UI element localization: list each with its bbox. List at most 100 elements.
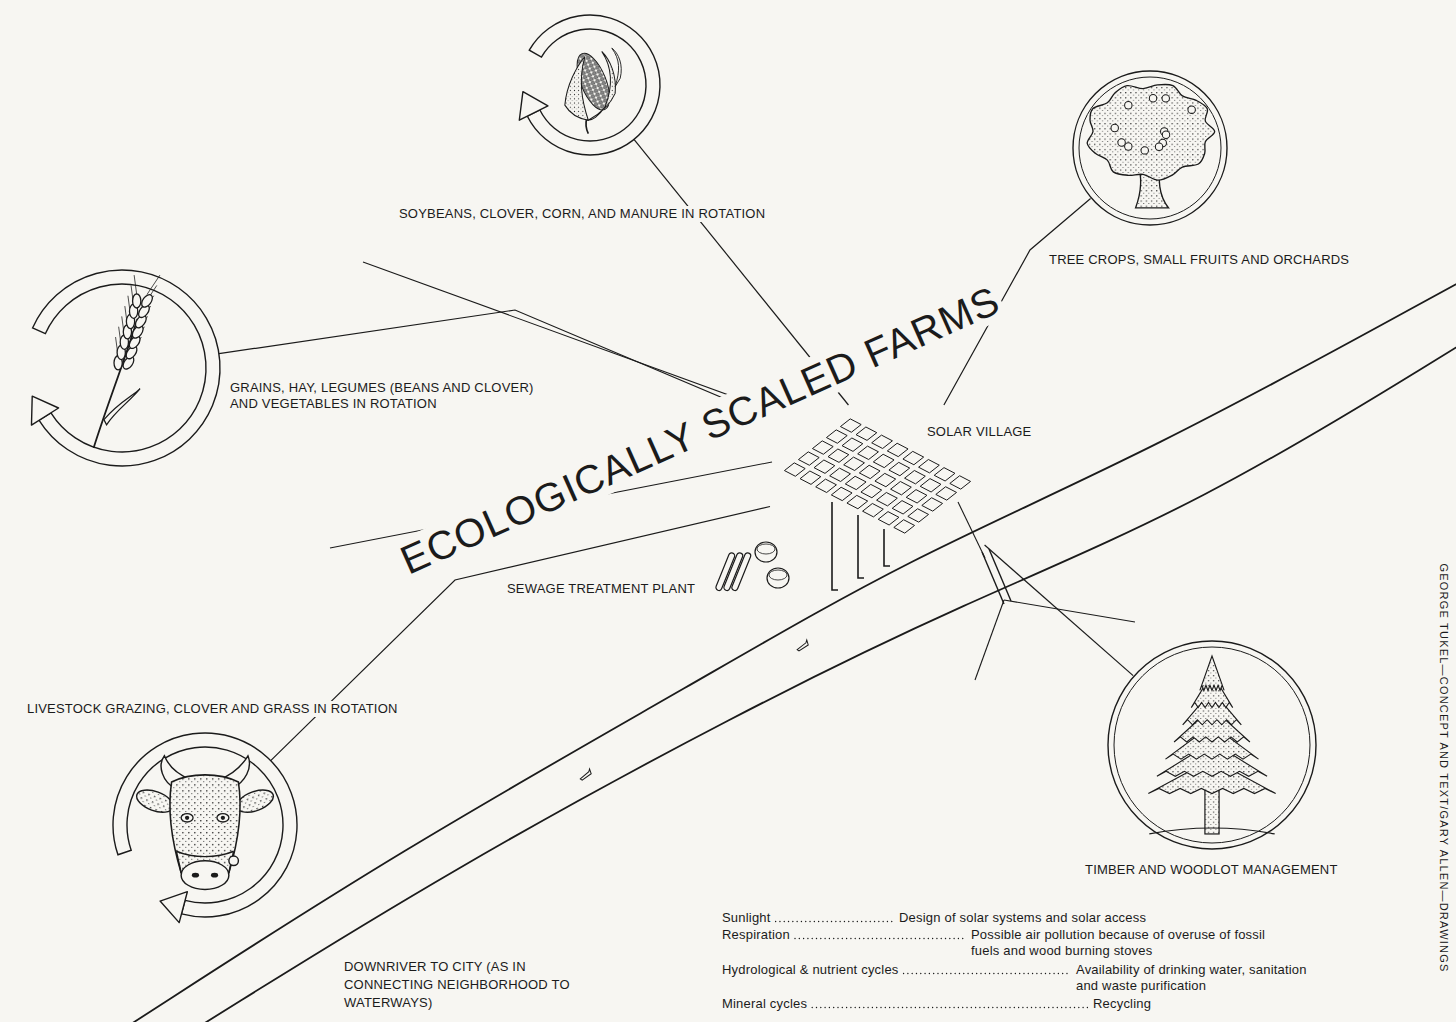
apple-fruit [1125, 102, 1132, 109]
village-block [873, 454, 894, 467]
cycle-name: Respiration [720, 927, 792, 943]
village-block [889, 462, 910, 475]
node-label: LIVESTOCK GRAZING, CLOVER AND GRASS IN R… [25, 701, 400, 717]
circle-drawing [1107, 640, 1317, 850]
diagram-title: ECOLOGICALLY SCALED FARMS [391, 276, 1009, 583]
circle-center [1108, 641, 1316, 849]
boat [578, 769, 592, 781]
cow-pupil [221, 816, 225, 820]
outfall-pipe [884, 529, 890, 566]
apple-illustration [1087, 84, 1214, 207]
river-bank [200, 345, 1456, 1022]
apple-fruit [1141, 147, 1148, 154]
village-block [863, 503, 884, 516]
node-label: TREE CROPS, SMALL FRUITS AND ORCHARDS [1047, 252, 1351, 268]
cycle-arrowhead [160, 892, 187, 923]
cycle-arrow [527, 15, 660, 155]
settling-tank [731, 552, 752, 591]
cow-muzzle [181, 861, 229, 890]
digester-tank [755, 542, 777, 562]
village-block [844, 457, 865, 470]
circle-center [31, 270, 220, 466]
link-line [219, 310, 770, 418]
circle-inner-outline [1114, 647, 1310, 843]
wheat-illustration [94, 275, 160, 448]
village-block [906, 490, 927, 503]
cow-nostril [192, 873, 199, 878]
boat [795, 640, 809, 651]
village-block [828, 449, 849, 462]
circle-inner-outline [1079, 77, 1221, 219]
village-block [812, 441, 833, 454]
circle-outline [1108, 641, 1316, 849]
cow-halter [176, 851, 233, 872]
connector-group [219, 139, 1133, 760]
digester-top [769, 570, 787, 580]
digester-top [757, 544, 775, 554]
village-block [858, 446, 879, 459]
cycle-arrow [113, 733, 297, 917]
link-line [271, 507, 770, 761]
dot-leader [904, 973, 1071, 974]
village-block [920, 479, 941, 492]
village-block [887, 443, 908, 456]
cow-pupil [185, 816, 189, 820]
farm-circle: GRAINS, HAY, LEGUMES (BEANS AND CLOVER) … [24, 270, 220, 466]
cycle-note: Possible air pollution because of overus… [969, 927, 1293, 959]
link-line [985, 545, 1134, 676]
pine-trunk [1205, 787, 1219, 834]
sewage-plant [715, 542, 789, 591]
village-block [908, 509, 929, 522]
cow-eye [181, 814, 193, 822]
village-block [892, 501, 913, 514]
cycle-note: Availability of drinking water, sanitati… [1074, 962, 1318, 994]
village-block [877, 492, 898, 505]
village-block [894, 520, 915, 533]
village-block [872, 435, 893, 448]
node-label: SOYBEANS, CLOVER, CORN, AND MANURE IN RO… [397, 206, 767, 222]
circle-center [519, 15, 660, 155]
village-block [950, 476, 971, 489]
village-area: SOLAR VILLAGE [770, 405, 1040, 545]
tree-canopy [1087, 84, 1214, 180]
village-block [919, 459, 940, 472]
village-block [922, 498, 943, 511]
farm-circle: SOYBEANS, CLOVER, CORN, AND MANURE IN RO… [520, 15, 660, 155]
village-block [934, 468, 955, 481]
apple-fruit [1188, 106, 1195, 113]
outfall-pipe [832, 502, 838, 590]
village-block [891, 481, 912, 494]
village-block [905, 470, 926, 483]
cycle-arrowhead [519, 92, 548, 121]
node-label: SOLAR VILLAGE [925, 424, 1033, 440]
village-block [816, 479, 837, 492]
node-label: TIMBER AND WOODLOT MANAGEMENT [1083, 862, 1340, 878]
ground-line [1149, 828, 1274, 834]
village-block [826, 430, 847, 443]
apple-fruit [1111, 124, 1118, 131]
cow-eye [217, 814, 229, 822]
circle-drawing [24, 270, 220, 466]
circle-center [1073, 71, 1227, 225]
wheat-kernel [140, 293, 155, 309]
cycle-note: Design of solar systems and solar access [897, 910, 1148, 926]
cycle-note: Recycling [1091, 996, 1153, 1012]
circle-drawing [1072, 70, 1228, 226]
village-block [861, 484, 882, 497]
cycle-name: Hydrological & nutrient cycles [720, 962, 901, 978]
pine-tier [1200, 656, 1224, 690]
village-block [831, 487, 852, 500]
corn-husk [565, 56, 588, 120]
village-block [830, 468, 851, 481]
farm-circle: TREE CROPS, SMALL FRUITS AND ORCHARDS [1072, 70, 1228, 226]
node-label: GRAINS, HAY, LEGUMES (BEANS AND CLOVER) … [228, 380, 562, 412]
wheat-awn [134, 275, 137, 294]
nose-ring [229, 856, 239, 866]
corn-illustration [565, 48, 621, 134]
apple-fruit [1162, 131, 1169, 138]
wheat-stalk [94, 319, 138, 448]
farm-circle: TIMBER AND WOODLOT MANAGEMENT [1107, 640, 1317, 850]
road-line [975, 600, 1004, 680]
cycle-name: Sunlight [720, 910, 773, 926]
